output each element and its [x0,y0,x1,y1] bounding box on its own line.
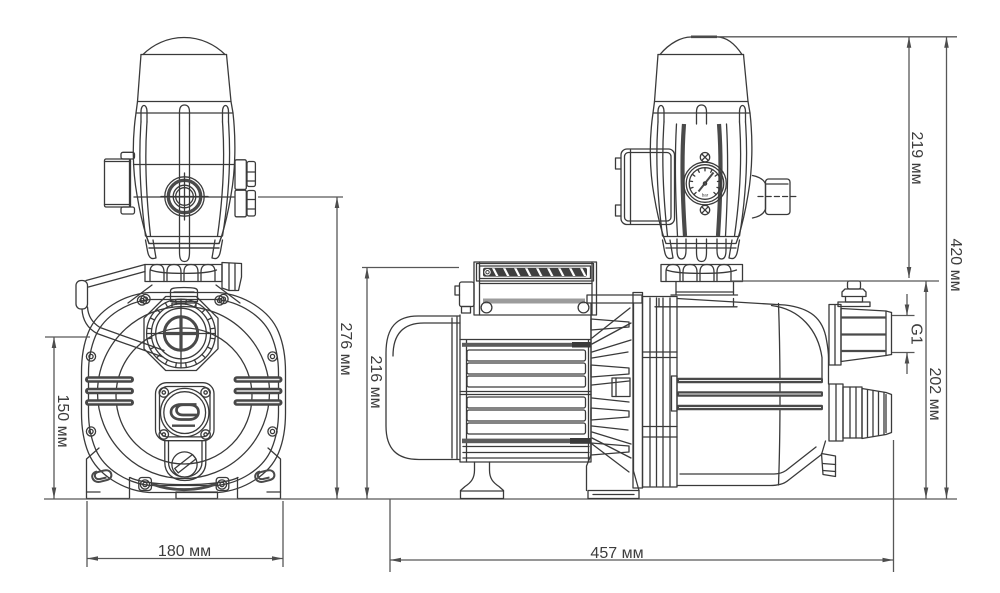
svg-text:202 мм: 202 мм [926,367,943,420]
svg-text:216 мм: 216 мм [367,355,384,408]
svg-text:420 мм: 420 мм [947,238,964,291]
svg-text:219 мм: 219 мм [908,131,925,184]
svg-text:276 мм: 276 мм [337,322,354,375]
svg-text:180 мм: 180 мм [158,543,211,560]
svg-text:457 мм: 457 мм [590,545,643,562]
svg-text:150 мм: 150 мм [54,394,71,447]
svg-text:G1: G1 [908,323,925,344]
svg-text:bar: bar [702,193,709,198]
